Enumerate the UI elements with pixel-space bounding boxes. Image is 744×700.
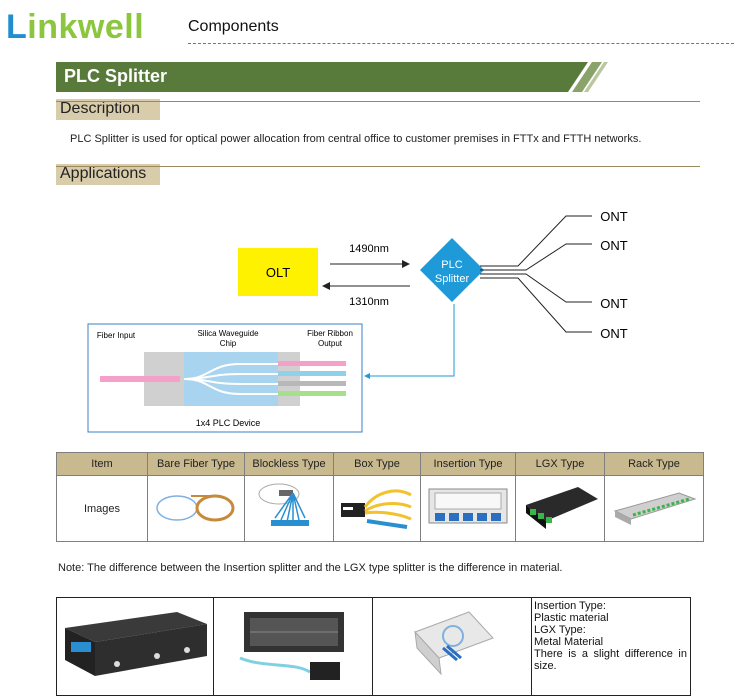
device-waveguide-2: Chip [220,339,237,348]
device-caption: 1x4 PLC Device [196,418,261,428]
waveguide-paths [183,363,278,395]
description-text: PLC Splitter is used for optical power a… [70,133,642,145]
table-row: Insertion Type: Plastic material LGX Typ… [56,597,691,696]
insertion-type-image [420,475,516,542]
downstream-wavelength: 1490nm [349,243,389,255]
comparison-table: Insertion Type: Plastic material LGX Typ… [56,597,691,696]
applications-rule [56,166,700,167]
input-fiber [100,376,180,382]
applications-heading-bar [56,164,160,185]
lgx-type-label: LGX Type: [534,624,586,636]
size-difference-note: There is a slight difference in size. [534,648,687,672]
row-label: Images [56,475,148,542]
section-label: Components [188,18,279,35]
insertion-type-label: Insertion Type: [534,600,606,612]
device-waveguide-1: Silica Waveguide [197,329,259,338]
device-ribbon-1: Fiber Ribbon [307,329,353,338]
title-bar [56,62,608,92]
device-fiber-input: Fiber Input [97,331,136,340]
applications-heading: Applications [60,165,147,182]
insertion-box-photo [372,597,532,696]
upstream-wavelength: 1310nm [349,296,389,308]
header-item: Item [56,452,148,476]
rack-type-image [604,475,704,542]
header-insertion: Insertion Type [420,452,516,476]
splitter-label-1: PLC [441,259,462,271]
header-rack: Rack Type [604,452,704,476]
description-heading: Description [60,100,141,117]
fiber-ont-1 [480,215,592,267]
table-row: Images [56,475,704,542]
header-divider [188,43,734,44]
ont-label-3: ONT [600,296,628,311]
header-bare-fiber: Bare Fiber Type [147,452,245,476]
ont-label-1: ONT [600,209,628,224]
output-fiber-2 [278,371,346,376]
rack-photo [56,597,214,696]
page-title: PLC Splitter [64,66,168,86]
description-rule [56,101,700,102]
lgx-material: Metal Material [534,636,604,648]
blockless-image [244,475,334,542]
lgx-chassis-photo [213,597,373,696]
splitter-label-2: Splitter [435,273,470,285]
application-diagram: OLT 1490nm 1310nm PLC Splitter ONT ONT O… [87,209,628,433]
splitter-types-table: Item Bare Fiber Type Blockless Type Box … [56,452,704,542]
ont-label-4: ONT [600,326,628,341]
header-blockless: Blockless Type [244,452,334,476]
lgx-type-image [515,475,605,542]
description-heading-bar [56,99,160,120]
fiber-holder-right [278,352,300,406]
header-lgx: LGX Type [515,452,605,476]
output-fiber-1 [278,361,346,366]
output-fiber-4 [278,391,346,396]
device-ribbon-2: Output [318,339,343,348]
bare-fiber-image [147,475,245,542]
olt-box [238,248,318,296]
fiber-ont-4 [480,277,592,333]
fiber-ont-3 [480,273,592,303]
company-logo: Linkwell [6,8,145,46]
comparison-notes: Insertion Type: Plastic material LGX Typ… [531,597,691,696]
box-type-image [333,475,421,542]
plc-splitter-node [420,238,484,302]
olt-label: OLT [266,265,290,280]
ont-label-2: ONT [600,238,628,253]
device-callout-line [370,304,455,377]
table-header-row: Item Bare Fiber Type Blockless Type Box … [56,452,704,476]
header-box: Box Type [333,452,421,476]
material-note: Note: The difference between the Inserti… [58,562,563,574]
insertion-material: Plastic material [534,612,609,624]
output-fiber-3 [278,381,346,386]
logo-text: inkwell [27,8,145,46]
fiber-ont-2 [480,243,592,271]
